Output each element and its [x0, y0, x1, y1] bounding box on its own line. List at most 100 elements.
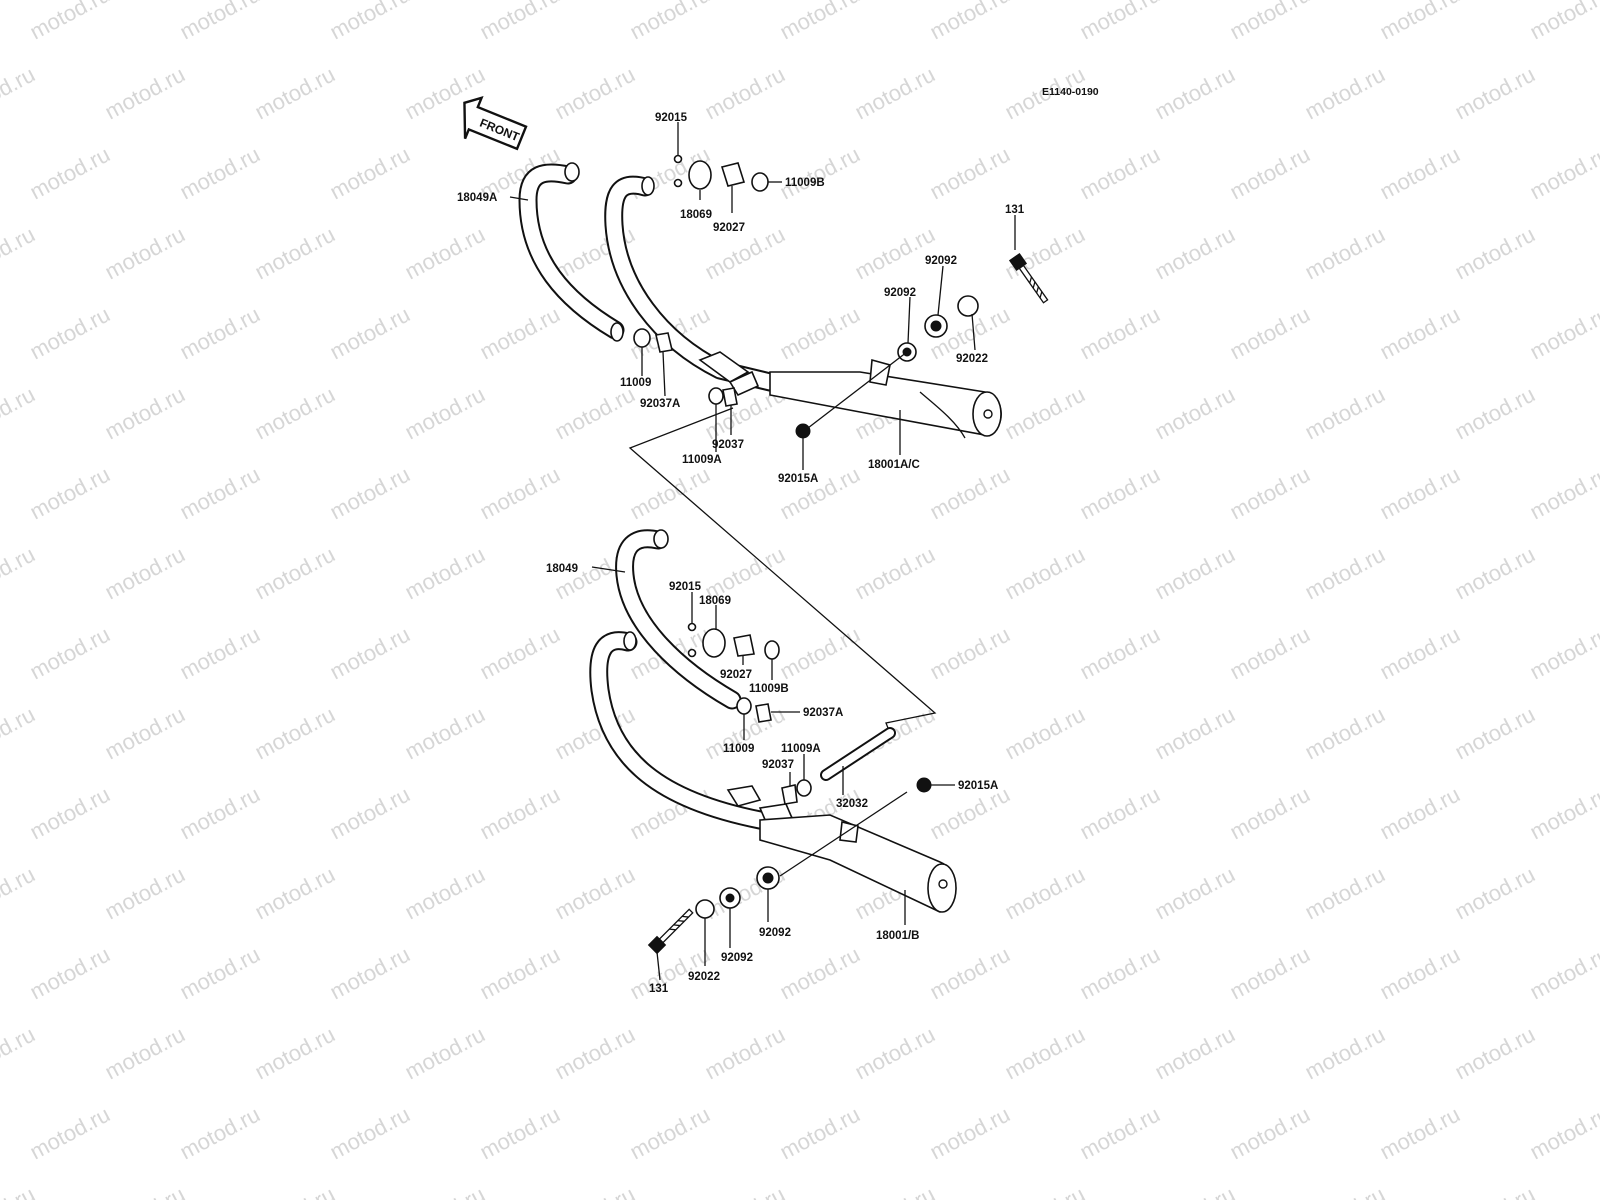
watermark-text: motod.ru	[176, 302, 264, 365]
watermark-text: motod.ru	[1226, 462, 1314, 525]
bolt-131-lower	[647, 908, 694, 955]
watermark-text: motod.ru	[1151, 542, 1239, 605]
watermark-text: motod.ru	[251, 862, 339, 925]
bolt-131	[1008, 252, 1049, 304]
exhaust-pipe-18001-lower	[589, 631, 800, 836]
watermark-text: motod.ru	[1001, 382, 1089, 445]
watermark-text: motod.ru	[176, 1102, 264, 1165]
watermark-text: motod.ru	[1376, 942, 1464, 1005]
watermark-text: motod.ru	[926, 942, 1014, 1005]
collector-stub-lower	[726, 785, 762, 807]
assembly-link-outline	[628, 407, 937, 734]
damper-92092-a	[924, 314, 948, 338]
watermark-text: motod.ru	[926, 1102, 1014, 1165]
watermark-text: motod.ru	[101, 62, 189, 125]
label-92037-lower: 92037	[762, 759, 794, 771]
watermark-text: motod.ru	[251, 382, 339, 445]
watermark-text: motod.ru	[551, 1182, 639, 1200]
watermark-text: motod.ru	[926, 462, 1014, 525]
watermark-text: motod.ru	[1301, 62, 1389, 125]
front-arrow-icon: FRONT	[463, 96, 528, 151]
watermark-text: motod.ru	[26, 142, 114, 205]
watermark-text: motod.ru	[776, 142, 864, 205]
watermark-text: motod.ru	[776, 462, 864, 525]
watermark-text: motod.ru	[1526, 462, 1600, 525]
watermark-text: motod.ru	[0, 862, 39, 925]
watermark-text: motod.ru	[1301, 222, 1389, 285]
watermark-text: motod.ru	[326, 782, 414, 845]
watermark-text: motod.ru	[626, 1102, 714, 1165]
watermark-text: motod.ru	[626, 462, 714, 525]
gasket-11009B	[751, 172, 769, 192]
gasket-11009-lower	[736, 697, 752, 715]
nut-92015	[673, 154, 683, 164]
collar-92037	[722, 387, 738, 407]
watermark-text: motod.ru	[1376, 1102, 1464, 1165]
watermark-text: motod.ru	[1151, 1182, 1239, 1200]
watermark-text: motod.ru	[1076, 302, 1164, 365]
watermark-text: motod.ru	[1526, 782, 1600, 845]
watermark-text: motod.ru	[1451, 862, 1539, 925]
watermark-text: motod.ru	[1226, 302, 1314, 365]
watermark-text: motod.ru	[401, 1182, 489, 1200]
watermark-text: motod.ru	[401, 702, 489, 765]
watermark-text: motod.ru	[101, 222, 189, 285]
label-18001AC: 18001A/C	[868, 459, 920, 471]
label-11009A: 11009A	[682, 454, 722, 466]
label-92027-lower: 92027	[720, 669, 752, 681]
watermark-text: motod.ru	[851, 62, 939, 125]
watermark-text: motod.ru	[1451, 1022, 1539, 1085]
watermark-text: motod.ru	[251, 1182, 339, 1200]
watermark-text: motod.ru	[1226, 0, 1314, 44]
watermark-text: motod.ru	[251, 542, 339, 605]
collar-92037-lower	[781, 784, 798, 805]
watermark-text: motod.ru	[1301, 862, 1389, 925]
watermark-text: motod.ru	[251, 62, 339, 125]
watermark-text: motod.ru	[776, 0, 864, 44]
label-92022: 92022	[956, 353, 988, 365]
label-11009B: 11009B	[785, 177, 825, 189]
label-92037: 92037	[712, 439, 744, 451]
watermark-text: motod.ru	[476, 942, 564, 1005]
exhaust-pipe-18049A	[518, 162, 625, 342]
watermark-text: motod.ru	[1376, 622, 1464, 685]
watermark-text: motod.ru	[1451, 62, 1539, 125]
watermark-text: motod.ru	[1301, 1022, 1389, 1085]
watermark-text: motod.ru	[551, 62, 639, 125]
watermark-text: motod.ru	[551, 1022, 639, 1085]
nut-92015-lower-b	[687, 648, 697, 658]
watermark-text: motod.ru	[326, 302, 414, 365]
nut-92015A-lower	[916, 777, 932, 793]
watermark-text: motod.ru	[701, 62, 789, 125]
label-11009B-lower: 11009B	[749, 683, 789, 695]
watermark-text: motod.ru	[1376, 302, 1464, 365]
clamp-18069	[688, 160, 712, 190]
washer-92022	[957, 295, 979, 317]
watermark-text: motod.ru	[1526, 942, 1600, 1005]
exhaust-pipe-18001	[604, 175, 780, 392]
label-92037A-lower: 92037A	[803, 707, 843, 719]
watermark-text: motod.ru	[551, 862, 639, 925]
muffler-18001AC	[769, 358, 1002, 439]
watermark-text: motod.ru	[1226, 942, 1314, 1005]
label-92022-lower: 92022	[688, 971, 720, 983]
watermark-text: motod.ru	[401, 382, 489, 445]
watermark-text: motod.ru	[701, 1182, 789, 1200]
watermark-text: motod.ru	[176, 462, 264, 525]
gasket-11009A-lower	[796, 779, 812, 797]
watermark-text: motod.ru	[0, 222, 39, 285]
watermark-text: motod.ru	[26, 302, 114, 365]
watermark-text: motod.ru	[1076, 782, 1164, 845]
watermark-text: motod.ru	[1376, 0, 1464, 44]
watermark-text: motod.ru	[926, 142, 1014, 205]
watermark-text: motod.ru	[776, 942, 864, 1005]
watermark-text: motod.ru	[1151, 222, 1239, 285]
watermark-text: motod.ru	[1151, 862, 1239, 925]
watermark-text: motod.ru	[0, 542, 39, 605]
watermark-text: motod.ru	[1001, 1182, 1089, 1200]
watermark-text: motod.ru	[701, 1022, 789, 1085]
watermark-text: motod.ru	[1001, 1022, 1089, 1085]
watermark-text: motod.ru	[176, 942, 264, 1005]
watermark-text: motod.ru	[101, 862, 189, 925]
label-11009: 11009	[620, 377, 651, 389]
